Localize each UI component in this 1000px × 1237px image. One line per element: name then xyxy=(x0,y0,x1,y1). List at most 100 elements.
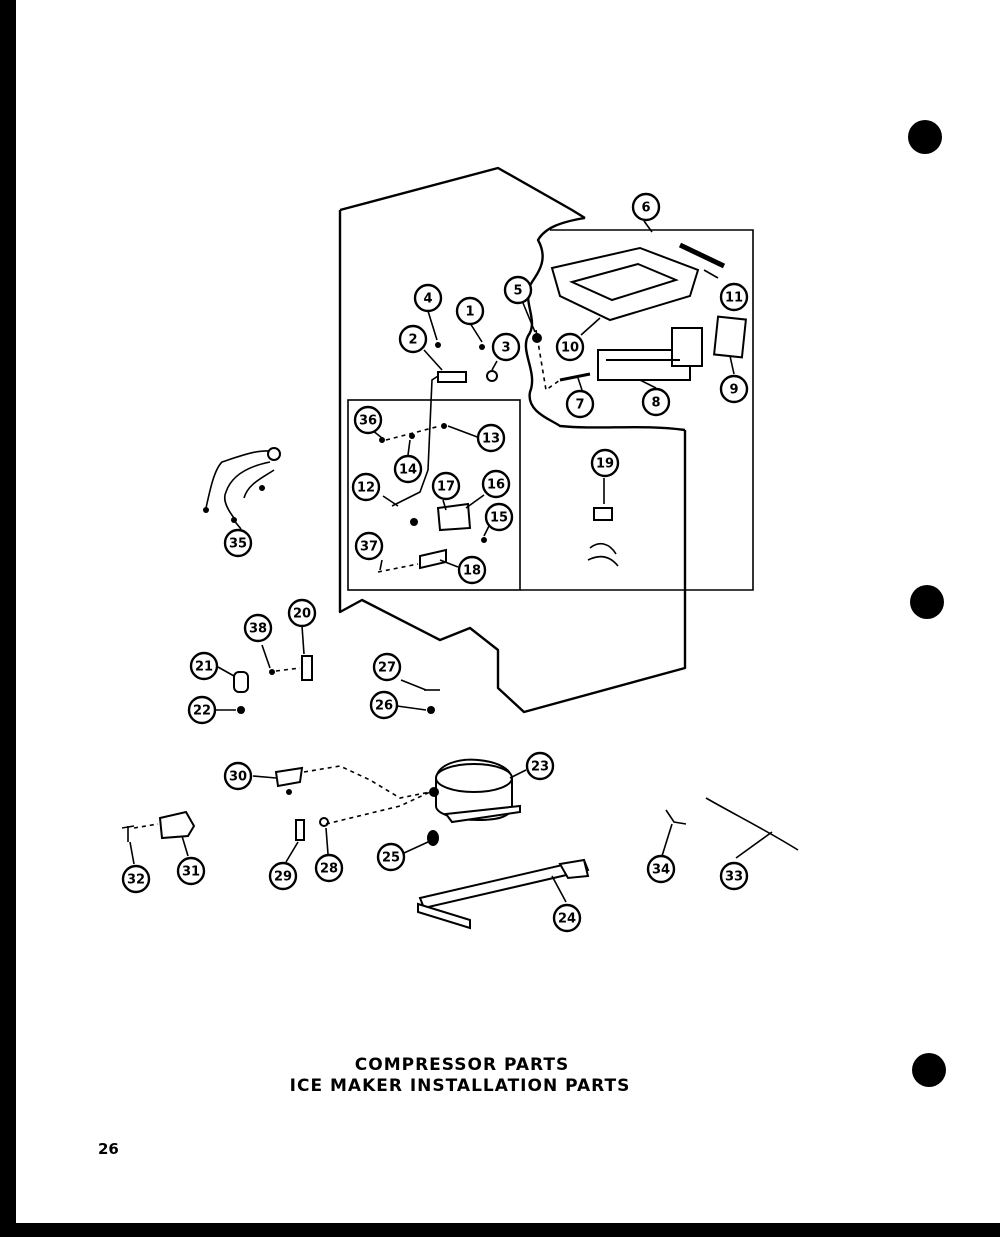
callout-label: 34 xyxy=(652,863,670,878)
mounting-grommet-part xyxy=(427,830,439,846)
callout-label: 16 xyxy=(487,478,505,493)
overload-cover-parts xyxy=(121,810,196,842)
callout-label: 32 xyxy=(127,873,145,888)
callout-8: 8 xyxy=(641,387,671,417)
grommet-and-clip-parts xyxy=(295,791,431,841)
grommet-part xyxy=(532,333,542,343)
callout-label: 27 xyxy=(378,661,396,676)
callout-label: 36 xyxy=(359,414,377,429)
callout-19: 19 xyxy=(590,448,620,478)
cover-plate-part xyxy=(712,315,748,359)
callout-label: 15 xyxy=(490,511,508,526)
water-valve-part xyxy=(410,502,487,543)
callout-36: 36 xyxy=(353,405,383,435)
callout-18: 18 xyxy=(457,555,487,585)
callout-label: 14 xyxy=(399,463,417,478)
callout-label: 4 xyxy=(423,292,432,307)
callout-26: 26 xyxy=(369,690,399,720)
callout-11: 11 xyxy=(719,282,749,312)
callout-23: 23 xyxy=(525,751,555,781)
callout-38: 38 xyxy=(243,613,273,643)
compressor-base-rail-part xyxy=(417,858,590,930)
callout-label: 29 xyxy=(274,870,292,885)
callout-5: 5 xyxy=(503,275,533,305)
callout-label: 31 xyxy=(182,865,200,880)
callout-label: 5 xyxy=(513,284,522,299)
callout-label: 22 xyxy=(193,704,211,719)
callout-13: 13 xyxy=(476,423,506,453)
water-valve-fittings xyxy=(435,342,498,383)
callout-34: 34 xyxy=(646,854,676,884)
callout-3: 3 xyxy=(491,332,521,362)
callout-4: 4 xyxy=(413,283,443,313)
callout-32: 32 xyxy=(121,864,151,894)
callout-14: 14 xyxy=(393,454,423,484)
callout-20: 20 xyxy=(287,598,317,628)
callout-7: 7 xyxy=(565,389,595,419)
relay-and-overload-parts xyxy=(233,655,313,714)
leader-lines xyxy=(129,220,773,903)
ice-bin-part xyxy=(550,246,700,322)
callout-label: 19 xyxy=(596,457,614,472)
callout-label: 11 xyxy=(725,291,743,306)
callout-6: 6 xyxy=(631,192,661,222)
callout-label: 6 xyxy=(641,201,650,216)
callout-27: 27 xyxy=(372,652,402,682)
callout-label: 20 xyxy=(293,607,311,622)
fill-tube-part xyxy=(559,372,591,382)
callout-12: 12 xyxy=(351,472,381,502)
diagram-title-line-1: COMPRESSOR PARTS xyxy=(355,1055,569,1075)
callout-24: 24 xyxy=(552,903,582,933)
callout-21: 21 xyxy=(189,651,219,681)
callout-label: 24 xyxy=(558,912,576,927)
callout-2: 2 xyxy=(398,324,428,354)
callout-label: 18 xyxy=(463,564,481,579)
callout-label: 8 xyxy=(651,396,660,411)
compressor-part xyxy=(429,758,521,824)
callout-label: 28 xyxy=(320,862,338,877)
binder-hole-bottom xyxy=(912,1053,946,1087)
terminal-cover-part xyxy=(274,765,431,799)
callout-25: 25 xyxy=(376,842,406,872)
callout-label: 9 xyxy=(729,383,738,398)
compressor-grommet-part xyxy=(427,706,435,714)
callout-30: 30 xyxy=(223,761,253,791)
callout-37: 37 xyxy=(354,531,384,561)
water-tube-part xyxy=(391,375,439,507)
callout-label: 38 xyxy=(249,622,267,637)
callout-label: 21 xyxy=(195,660,213,675)
callout-17: 17 xyxy=(431,471,461,501)
callout-label: 12 xyxy=(357,481,375,496)
cabinet-outline xyxy=(338,166,687,714)
callout-label: 30 xyxy=(229,770,247,785)
callout-label: 23 xyxy=(531,760,549,775)
callout-label: 2 xyxy=(408,333,417,348)
icemaker-unit-part xyxy=(597,327,703,381)
callout-label: 35 xyxy=(229,537,247,552)
callout-label: 1 xyxy=(465,305,474,320)
valve-bracket-part xyxy=(419,548,447,570)
callout-label: 3 xyxy=(501,341,510,356)
callout-1: 1 xyxy=(455,296,485,326)
callout-label: 25 xyxy=(382,851,400,866)
callout-label: 33 xyxy=(725,870,743,885)
tubing-and-clip-parts xyxy=(665,797,799,851)
callout-10: 10 xyxy=(555,332,585,362)
binder-hole-top xyxy=(908,120,942,154)
callout-22: 22 xyxy=(187,695,217,725)
callout-label: 37 xyxy=(360,540,378,555)
callout-33: 33 xyxy=(719,861,749,891)
callout-15: 15 xyxy=(484,502,514,532)
callout-label: 7 xyxy=(575,398,584,413)
callout-31: 31 xyxy=(176,856,206,886)
callout-9: 9 xyxy=(719,374,749,404)
diagram-title-line-2: ICE MAKER INSTALLATION PARTS xyxy=(290,1076,631,1096)
callout-35: 35 xyxy=(223,528,253,558)
callout-label: 13 xyxy=(482,432,500,447)
callout-label: 26 xyxy=(375,699,393,714)
page-number: 26 xyxy=(98,1140,119,1158)
drain-fitting-part xyxy=(587,478,619,567)
ice-bin-rod-part xyxy=(678,242,726,269)
callout-29: 29 xyxy=(268,861,298,891)
